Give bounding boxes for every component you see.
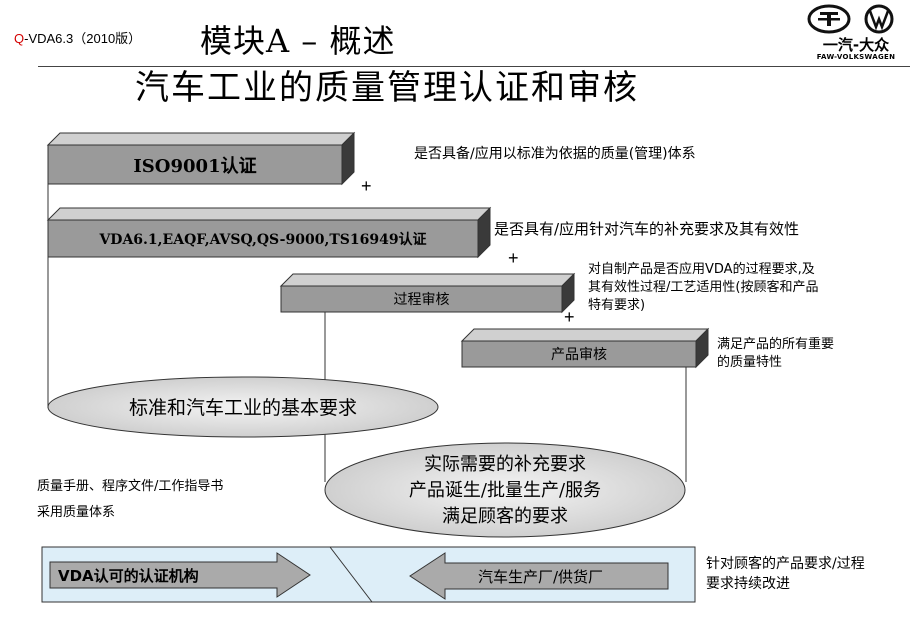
iso-box-label: ISO9001认证 [133, 155, 257, 177]
arrow-right-shape [49, 552, 311, 598]
process-box-label: 过程审核 [393, 292, 450, 308]
logo-cn-text: 一汽-大众 [822, 36, 890, 54]
product-note: 满足产品的所有重要 的质量特性 [717, 337, 835, 370]
product-box-label: 产品审核 [551, 347, 607, 363]
page-title: 汽车工业的质量管理认证和审核 [135, 68, 639, 108]
basic-requirements-label: 标准和汽车工业的基本要求 [128, 397, 357, 419]
arrow-left-shape [409, 552, 669, 600]
iso-note: 是否具备/应用以标准为依据的质量(管理)体系 [414, 146, 696, 162]
left-note: 质量手册、程序文件/工作指导书 采用质量体系 [37, 479, 224, 520]
faw-emblem-icon [807, 4, 894, 34]
certification-body-label: VDA认可的认证机构 [58, 567, 199, 585]
document-code: Q-VDA6.3（2010版） [14, 31, 142, 46]
basic-requirements-oval [47, 376, 439, 438]
header-rule [38, 66, 910, 67]
plus-sign-1: + [361, 176, 372, 196]
faw-vw-logo: 一汽-大众 FAW-VOLKSWAGEN [800, 4, 912, 64]
vda-box [46, 206, 492, 259]
logo-en-text: FAW-VOLKSWAGEN [816, 53, 896, 61]
vda-box-label: VDA6.1,EAQF,AVSQ,QS-9000,TS16949认证 [99, 231, 427, 248]
vda-note: 是否具有/应用针对汽车的补充要求及其有效性 [494, 220, 800, 238]
manufacturer-label: 汽车生产厂/供货厂 [478, 568, 604, 586]
product-box [460, 327, 710, 369]
bottom-bar [41, 546, 696, 603]
process-note: 对自制产品是否应用VDA的过程要求,及 其有效性过程/工艺适用性(按顾客和产品 … [588, 262, 819, 313]
actual-requirements-label: 实际需要的补充要求 产品诞生/批量生产/服务 满足顾客的要求 [408, 454, 602, 527]
iso-box [46, 131, 356, 186]
module-title: 模块A – 概述 [200, 22, 396, 60]
plus-sign-3: + [564, 307, 575, 327]
process-box [279, 272, 576, 314]
actual-requirements-oval [324, 442, 686, 538]
plus-sign-2: + [508, 248, 519, 268]
bottom-right-note: 针对顾客的产品要求/过程 要求持续改进 [706, 556, 865, 592]
